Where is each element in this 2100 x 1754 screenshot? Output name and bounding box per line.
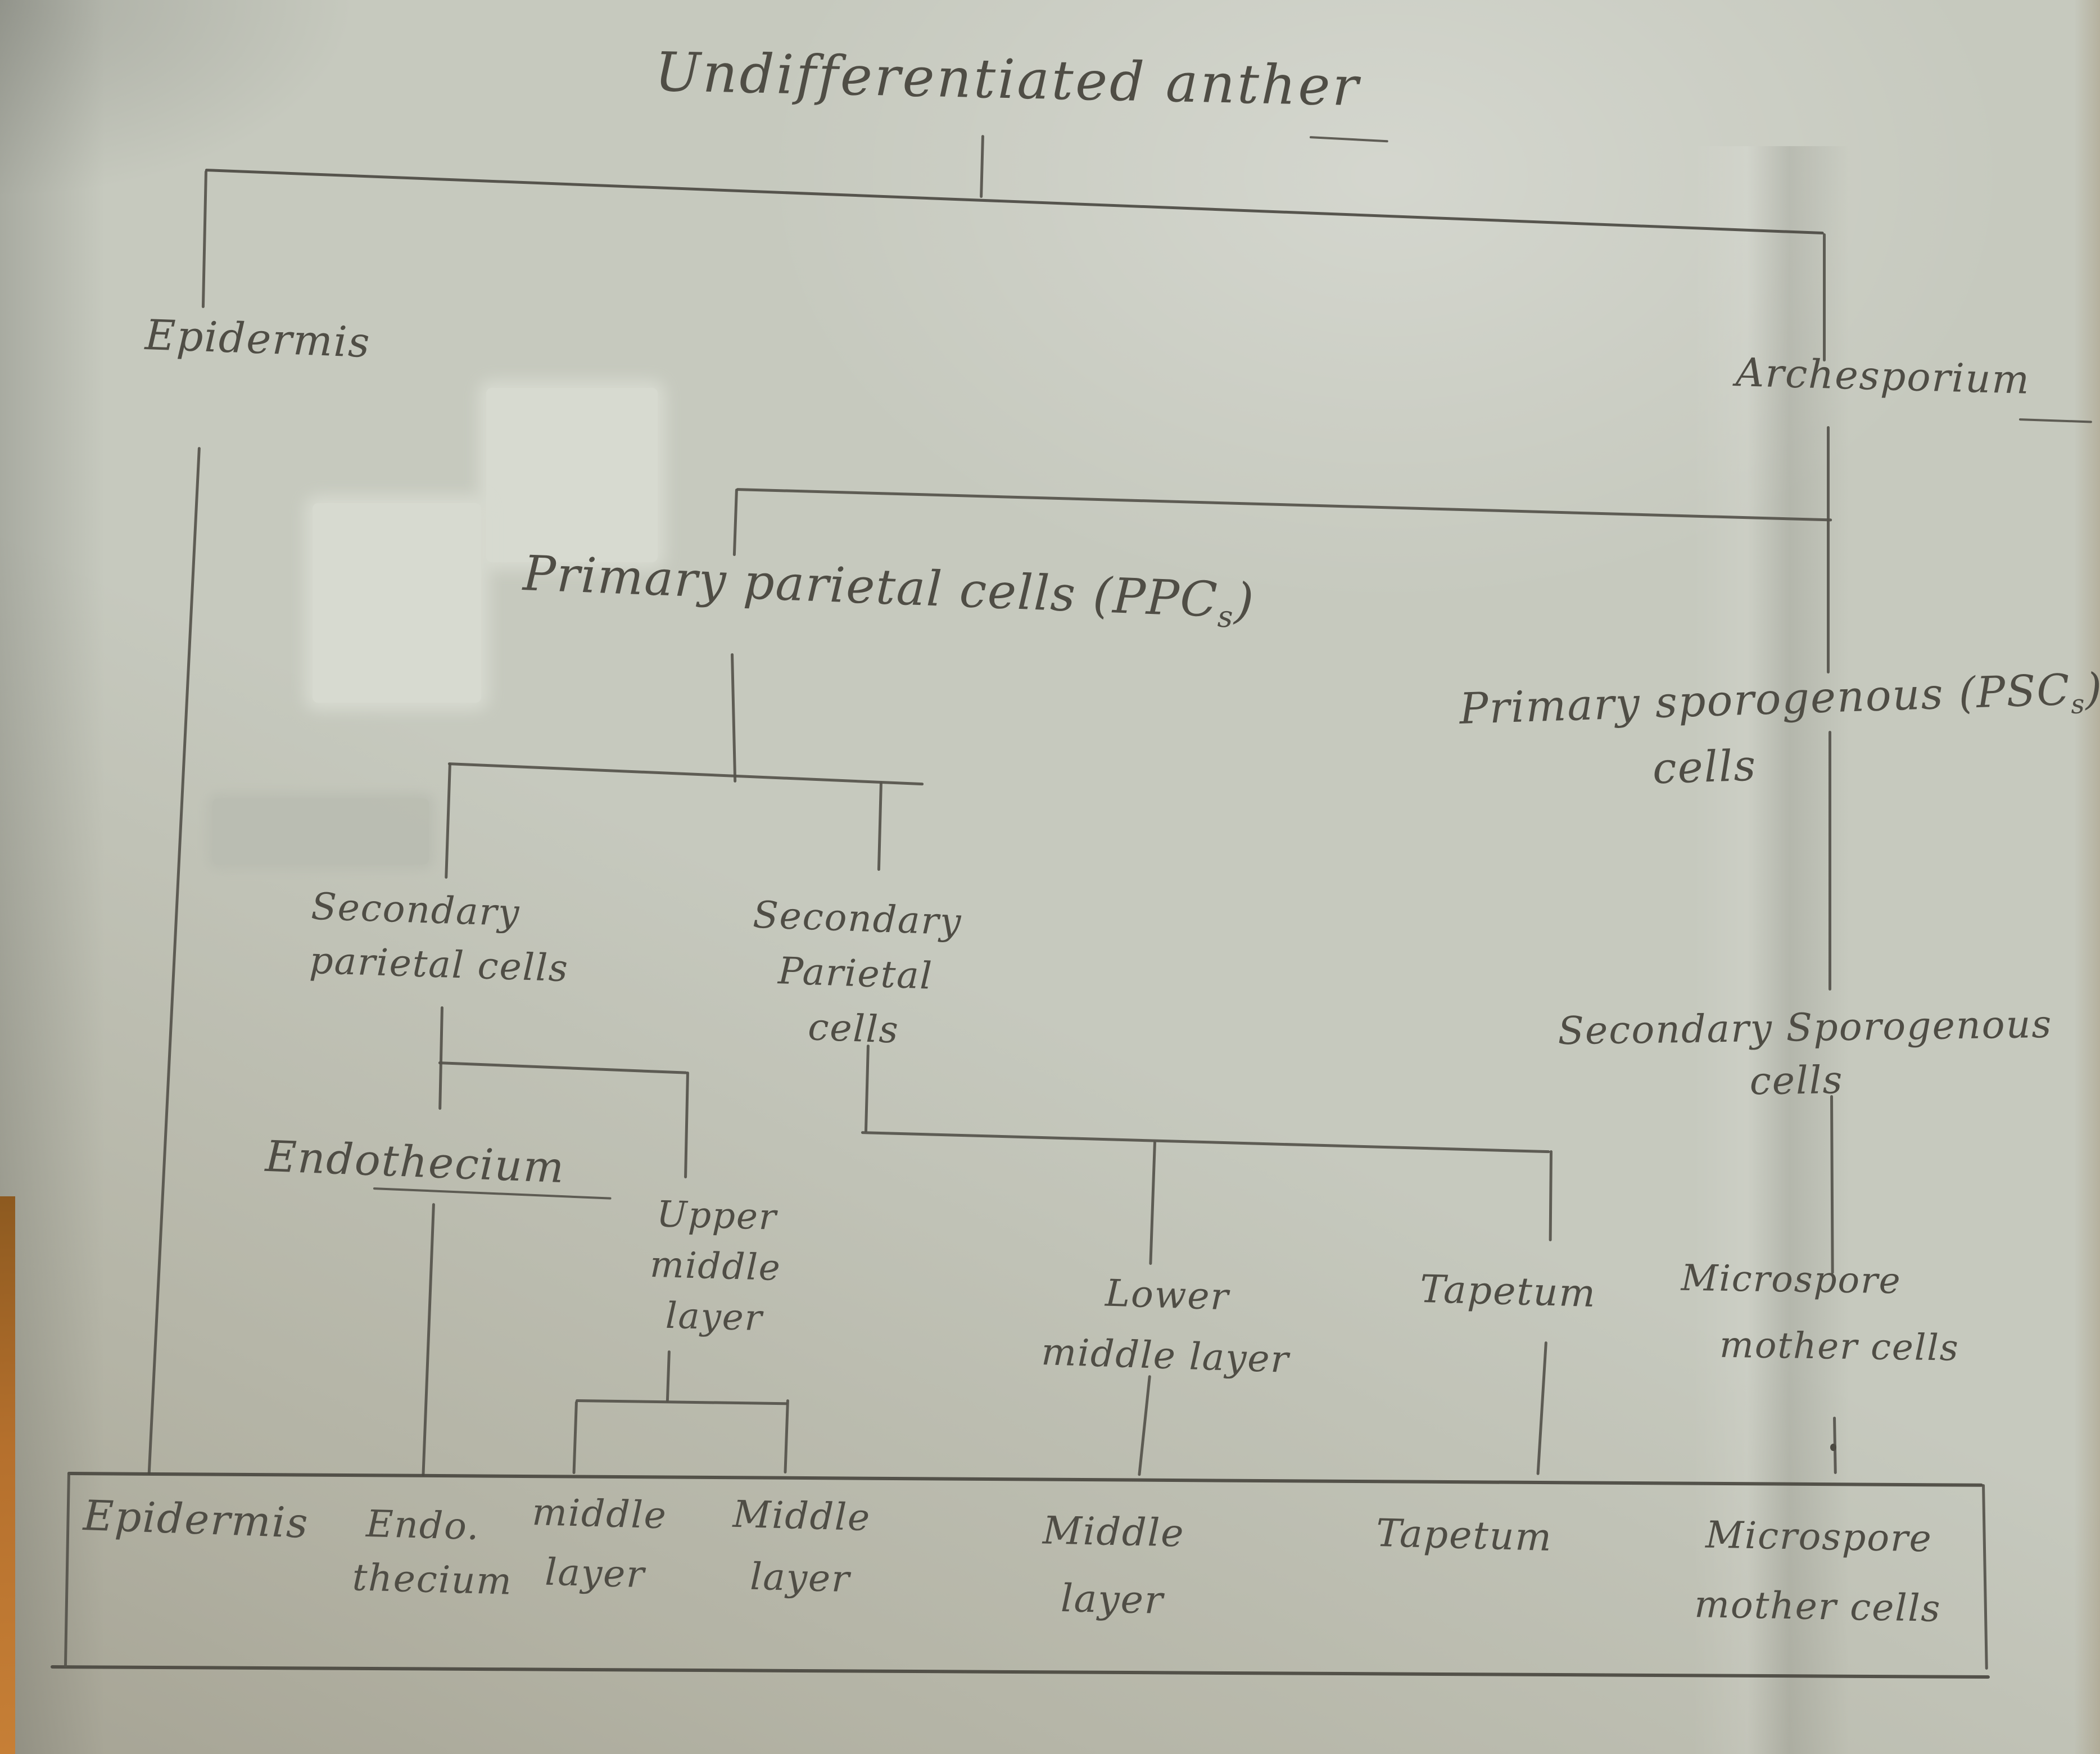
paper-crease	[1692, 146, 1849, 1754]
erase-patch	[486, 388, 658, 562]
node-archesporium: Archesporium	[1735, 349, 2031, 403]
erase-patch	[212, 798, 429, 865]
final-cell-middle-layer-3: Middle layer	[1042, 1508, 1185, 1623]
ppc-subscript: s	[1216, 599, 1235, 635]
pencil-dot	[1830, 1444, 1836, 1451]
node-primary-sporogenous-cells: Primary sporogenous (PSCs) cells	[1459, 663, 2100, 799]
connector-archesporium-vertical-a	[1823, 233, 1826, 361]
final-cell-tapetum: Tapetum	[1375, 1511, 1553, 1561]
psc-subscript: s	[2070, 689, 2087, 721]
connector-archesporium-vertical-b	[1827, 426, 1830, 673]
final-cell-endothecium: Endo. thecium	[351, 1502, 513, 1603]
paper-edge-right	[2074, 0, 2100, 1754]
node-lower-middle-layer: Lower middle layer	[1040, 1271, 1291, 1381]
final-cell-microspore-mother-cells: Microspore mother cells	[1694, 1513, 1942, 1630]
final-cell-epidermis: Epidermis	[82, 1491, 310, 1548]
final-cell-middle-layer-1: middle layer	[531, 1490, 668, 1597]
photo-background-strip	[0, 1196, 15, 1754]
node-tapetum: Tapetum	[1419, 1267, 1597, 1317]
node-secondary-parietal-cells-left: Secondary parietal cells	[309, 884, 569, 991]
node-secondary-parietal-cells-right: Secondary Parietal cells	[752, 893, 963, 1052]
connector-sporogenous-vertical-c	[1829, 731, 1831, 991]
ppc-close: )	[1233, 572, 1256, 630]
node-upper-middle-layer: Upper middle layer	[649, 1194, 782, 1340]
erase-patch	[313, 503, 481, 703]
node-microspore-mother-cells: Microspore mother cells	[1681, 1257, 1960, 1369]
final-cell-middle-layer-2: Middle layer	[732, 1492, 872, 1601]
node-epidermis: Epidermis	[144, 311, 372, 367]
node-secondary-sporogenous-cells: Secondary Sporogenous cells	[1557, 1002, 2053, 1104]
